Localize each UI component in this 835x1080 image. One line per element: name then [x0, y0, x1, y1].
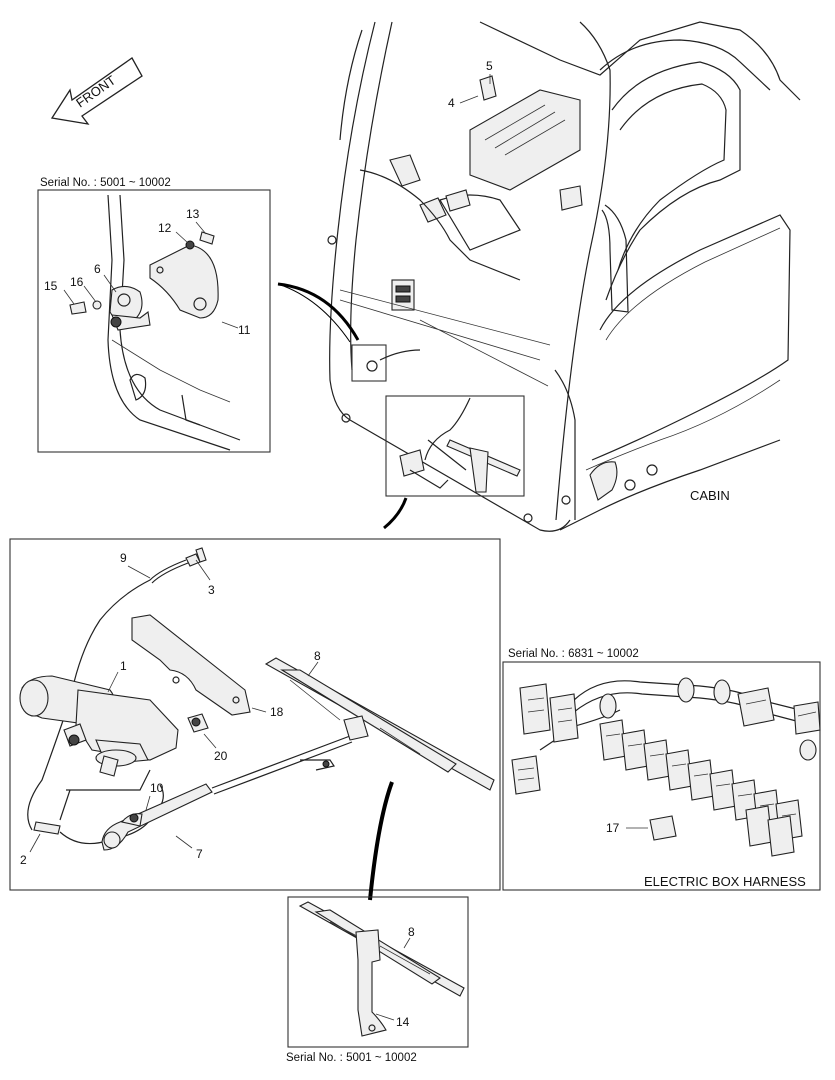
bracket-serial-label: Serial No. : 5001 ~ 10002: [40, 177, 171, 189]
relay-row: [599, 719, 803, 857]
callout-13: 13: [186, 207, 200, 221]
callout-7: 7: [196, 847, 203, 861]
callout-5: 5: [486, 59, 493, 73]
callout-8b: 8: [408, 925, 415, 939]
wiper-assembly: 9 3 2 18 1 20 10: [9, 538, 501, 901]
callout-6: 6: [94, 262, 101, 276]
cabin-illustration: CABIN 5 4: [277, 21, 801, 532]
blade-alt-panel: 8 14 Serial No. : 5001 ~ 10002: [286, 896, 469, 1064]
callout-17: 17: [606, 821, 620, 835]
callout-12: 12: [158, 221, 172, 235]
bracket-detail: Serial No. : 5001 ~ 10002 13 12 6 16 15: [37, 177, 271, 453]
blade-alt-serial-label: Serial No. : 5001 ~ 10002: [286, 1052, 417, 1064]
callout-9: 9: [120, 551, 127, 565]
harness-caption: ELECTRIC BOX HARNESS: [644, 874, 806, 889]
callout-3: 3: [208, 583, 215, 597]
callout-20: 20: [214, 749, 228, 763]
callout-2: 2: [20, 853, 27, 867]
callout-10: 10: [150, 781, 164, 795]
callout-8: 8: [314, 649, 321, 663]
callout-14: 14: [396, 1015, 410, 1029]
front-direction-arrow: FRONT: [50, 57, 143, 125]
callout-15: 15: [44, 279, 58, 293]
harness-serial-label: Serial No. : 6831 ~ 10002: [508, 648, 639, 660]
cabin-wiper-detail-box: [385, 395, 525, 497]
callout-4: 4: [448, 96, 455, 110]
callout-18: 18: [270, 705, 284, 719]
callout-1: 1: [120, 659, 127, 673]
harness-panel: Serial No. : 6831 ~ 10002: [502, 648, 821, 891]
callout-11: 11: [238, 323, 251, 337]
cabin-caption: CABIN: [690, 488, 730, 503]
callout-16: 16: [70, 275, 84, 289]
